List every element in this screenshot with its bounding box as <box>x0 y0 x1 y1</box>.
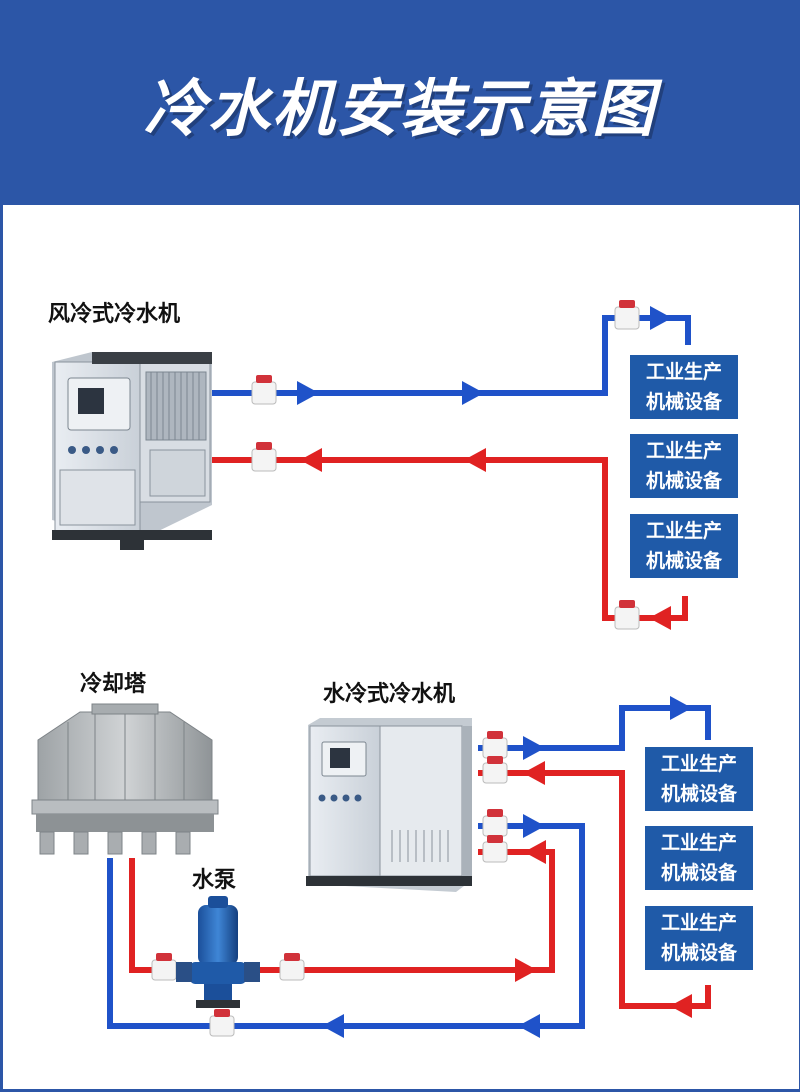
flow-arrow <box>518 1014 540 1038</box>
valve <box>614 600 640 630</box>
cooling-tower-label: 冷却塔 <box>80 672 147 697</box>
valve <box>482 835 508 863</box>
air-chiller-pipes <box>212 300 691 630</box>
water-return-pipe <box>478 770 711 1009</box>
air-chiller-label: 风冷式冷水机 <box>48 302 181 327</box>
air-chiller-unit <box>52 352 212 550</box>
water-pump-unit <box>176 896 260 1008</box>
equipment-box: 工业生产 机械设备 <box>630 434 738 498</box>
flow-arrow <box>515 958 537 982</box>
flow-arrow <box>462 381 484 405</box>
flow-arrow <box>523 761 545 785</box>
valve <box>614 300 640 330</box>
flow-arrow <box>523 814 545 838</box>
flow-arrow <box>650 306 672 330</box>
water-chiller-pipes <box>107 696 711 1038</box>
equipment-box: 工业生产 机械设备 <box>645 906 753 970</box>
air-return-pipe <box>212 457 688 621</box>
valve <box>251 375 277 405</box>
valve <box>279 953 305 981</box>
cooling-tower-unit <box>31 703 219 855</box>
valve <box>482 731 508 759</box>
flow-arrow <box>464 448 486 472</box>
valve <box>251 442 277 472</box>
water-chiller-label: 水冷式冷水机 <box>323 682 456 707</box>
flow-arrow <box>649 606 671 630</box>
valve <box>482 809 508 837</box>
water-chiller-unit <box>306 718 472 892</box>
water-supply-pipe <box>478 705 711 751</box>
flow-arrow <box>297 381 319 405</box>
pump-label: 水泵 <box>192 868 237 893</box>
equipment-box: 工业生产 机械设备 <box>645 826 753 890</box>
flow-arrow <box>670 994 692 1018</box>
equipment-box: 工业生产 机械设备 <box>630 355 738 419</box>
flow-arrow <box>322 1014 344 1038</box>
valve <box>482 756 508 784</box>
valve <box>151 953 177 981</box>
flow-arrow <box>300 448 322 472</box>
header-banner: 冷水机安装示意图 <box>0 0 800 205</box>
equipment-box: 工业生产 机械设备 <box>645 747 753 811</box>
valve <box>209 1009 235 1037</box>
flow-arrow <box>523 736 545 760</box>
tower-blue-pipe <box>107 823 585 1029</box>
equipment-box: 工业生产 机械设备 <box>630 514 738 578</box>
flow-arrow <box>670 696 692 720</box>
page-title: 冷水机安装示意图 <box>143 72 656 145</box>
flow-arrow <box>524 840 546 864</box>
